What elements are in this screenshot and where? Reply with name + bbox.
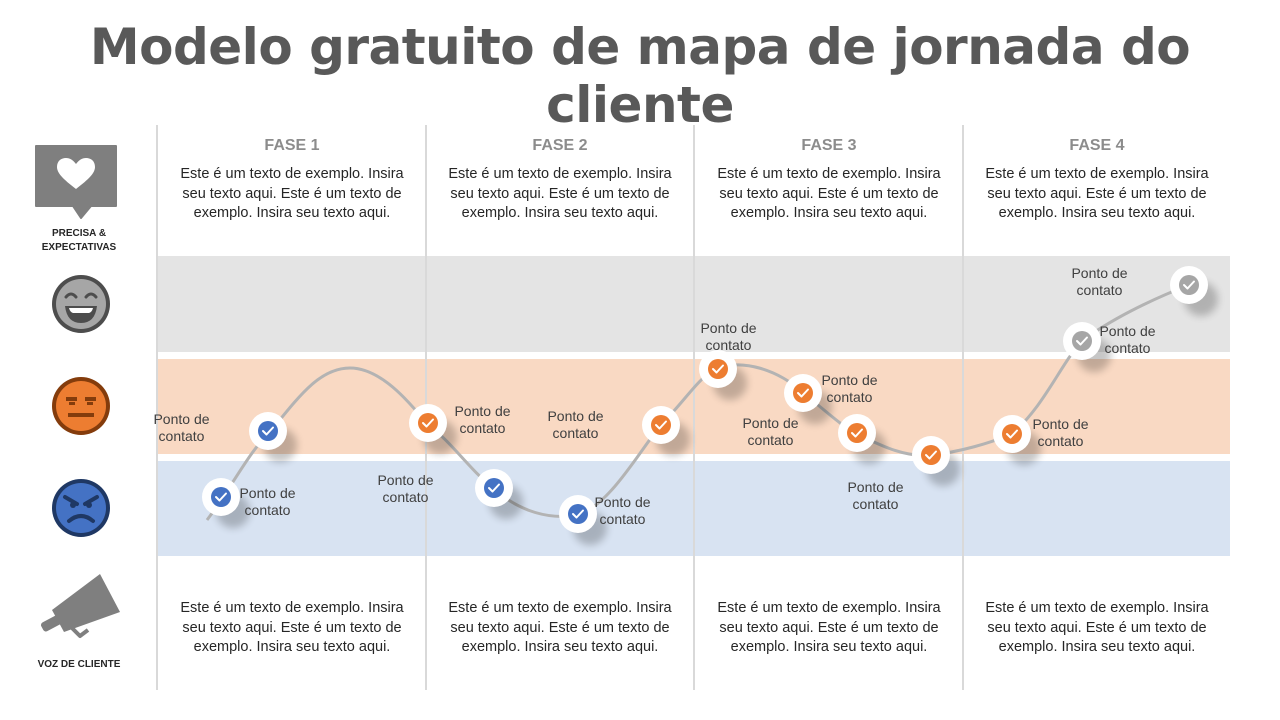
check-icon xyxy=(422,418,434,428)
phase-3-voice-text: Este é um texto de exemplo. Insira seu t… xyxy=(717,600,941,655)
check-icon xyxy=(572,509,584,519)
touchpoint-marker xyxy=(912,436,960,486)
touchpoint-label: Ponto de contato xyxy=(821,372,878,405)
touchpoint-marker xyxy=(409,404,457,454)
touchpoint-label: Ponto de contato xyxy=(547,408,604,441)
touchpoint-marker xyxy=(699,350,747,400)
touchpoint-label: Ponto de contato xyxy=(1071,265,1128,298)
column-divider xyxy=(962,125,964,690)
megaphone-icon xyxy=(40,574,120,638)
neutral-face-icon xyxy=(52,377,110,435)
touchpoint-marker xyxy=(784,374,832,424)
touchpoint-label: Ponto de contato xyxy=(377,472,434,505)
phase-3-needs-text: Este é um texto de exemplo. Insira seu t… xyxy=(717,166,941,221)
touchpoint-label: Ponto de contato xyxy=(153,411,210,444)
phase-2-voice-text: Este é um texto de exemplo. Insira seu t… xyxy=(448,600,672,655)
touchpoint-marker xyxy=(993,415,1041,465)
needs-expectations-label: PRECISA & EXPECTATIVAS xyxy=(41,228,117,253)
check-icon xyxy=(655,420,667,430)
touchpoint-marker xyxy=(1063,322,1111,372)
voice-of-customer-label: VOZ DE CLIENTE xyxy=(37,659,121,670)
touchpoint-marker xyxy=(475,469,523,519)
phase-1-title: FASE 1 xyxy=(264,137,320,154)
check-icon xyxy=(488,483,500,493)
column-divider xyxy=(156,125,158,690)
touchpoint-label: Ponto de contato xyxy=(1032,416,1089,449)
phase-4-title: FASE 4 xyxy=(1069,137,1125,154)
check-icon xyxy=(712,364,724,374)
heart-speech-bubble-icon xyxy=(35,145,117,219)
angry-face-icon xyxy=(52,479,110,537)
touchpoint-marker xyxy=(249,412,297,462)
touchpoint-label: Ponto de contato xyxy=(1099,323,1156,356)
check-icon xyxy=(1076,336,1088,346)
check-icon xyxy=(1183,280,1195,290)
touchpoint-label: Ponto de contato xyxy=(454,403,511,436)
check-icon xyxy=(925,450,937,460)
check-icon xyxy=(1006,429,1018,439)
touchpoint-label: Ponto de contato xyxy=(594,494,651,527)
column-divider xyxy=(693,125,695,690)
touchpoint-label: Ponto de contato xyxy=(742,415,799,448)
touchpoint-marker xyxy=(202,478,250,528)
check-icon xyxy=(797,388,809,398)
check-icon xyxy=(215,492,227,502)
touchpoint-label: Ponto de contato xyxy=(239,485,296,518)
phase-1-needs-text: Este é um texto de exemplo. Insira seu t… xyxy=(180,166,404,221)
touchpoint-marker xyxy=(642,406,690,456)
phase-4-needs-text: Este é um texto de exemplo. Insira seu t… xyxy=(985,166,1209,221)
phase-1-voice-text: Este é um texto de exemplo. Insira seu t… xyxy=(180,600,404,655)
check-icon xyxy=(851,428,863,438)
touchpoint-label: Ponto de contato xyxy=(700,320,757,353)
page-title: Modelo gratuito de mapa de jornada do cl… xyxy=(89,18,1191,134)
touchpoint-label: Ponto de contato xyxy=(847,479,904,512)
phase-2-title: FASE 2 xyxy=(532,137,588,154)
touchpoint-marker xyxy=(1170,266,1218,316)
touchpoint-marker xyxy=(838,414,886,464)
phase-2-needs-text: Este é um texto de exemplo. Insira seu t… xyxy=(448,166,672,221)
laughing-face-icon xyxy=(52,275,110,333)
phase-3-title: FASE 3 xyxy=(801,137,857,154)
check-icon xyxy=(262,426,274,436)
phase-4-voice-text: Este é um texto de exemplo. Insira seu t… xyxy=(985,600,1209,655)
touchpoint-marker xyxy=(559,495,607,545)
